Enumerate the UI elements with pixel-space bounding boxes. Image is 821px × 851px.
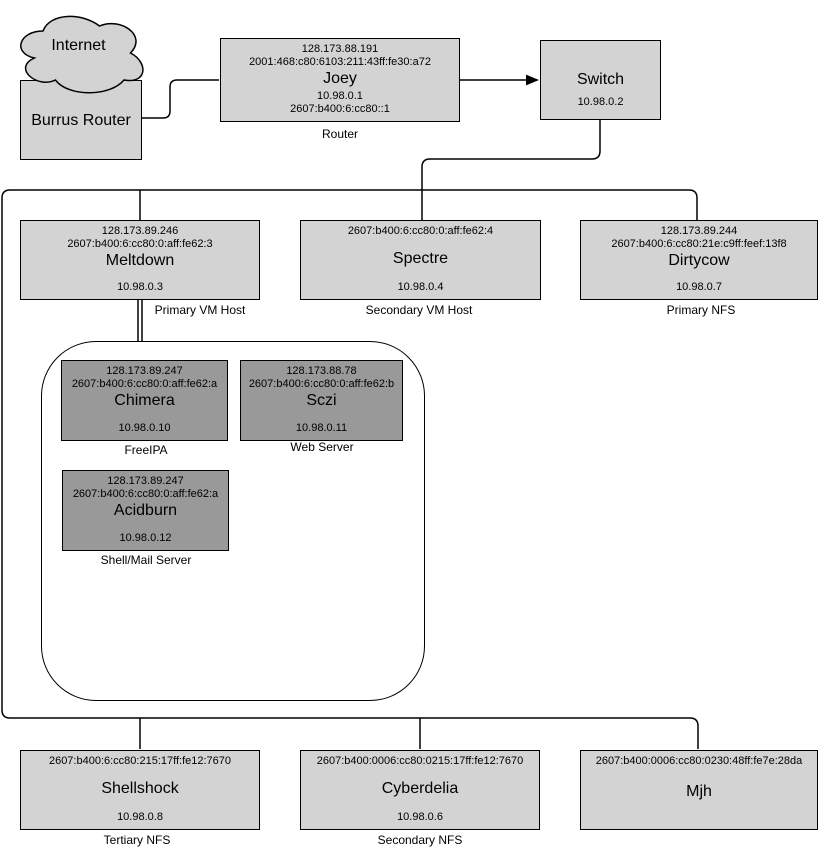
node-acidburn: 128.173.89.247 2607:b400:6:cc80:0:aff:fe… bbox=[62, 470, 229, 551]
internal-ipv4: 10.98.0.3 bbox=[117, 281, 163, 293]
edge-main-bus bbox=[1, 189, 699, 749]
ipv4-address: 128.173.89.244 bbox=[660, 225, 738, 237]
internal-ipv4: 10.98.0.12 bbox=[119, 532, 172, 544]
ipv6-address: 2001:468:c80:6103:211:43ff:fe30:a72 bbox=[249, 56, 431, 68]
ipv4-address: 128.173.88.78 bbox=[286, 365, 357, 377]
internet-label: Internet bbox=[51, 37, 106, 54]
edge-burrus-joey bbox=[142, 79, 219, 119]
internal-ipv4: 10.98.0.2 bbox=[577, 96, 624, 108]
host-name: Shellshock bbox=[101, 780, 179, 797]
internet-cloud: Internet bbox=[8, 4, 149, 96]
host-name: Spectre bbox=[392, 250, 449, 267]
node-meltdown: 128.173.89.246 2607:b400:6:cc80:0:aff:fe… bbox=[20, 220, 260, 300]
caption-primary-vm-host: Primary VM Host bbox=[154, 303, 246, 317]
cloud-icon bbox=[20, 15, 144, 94]
caption-web-server: Web Server bbox=[290, 440, 354, 454]
internal-ipv4: 10.98.0.11 bbox=[295, 422, 348, 434]
node-dirtycow: 128.173.89.244 2607:b400:6:cc80:21e:c9ff… bbox=[580, 220, 818, 300]
node-burrus-router: Burrus Router bbox=[20, 80, 142, 160]
internal-ipv6: 2607:b400:6:cc80::1 bbox=[290, 103, 390, 115]
caption-secondary-vm-host: Secondary VM Host bbox=[365, 303, 473, 317]
ipv6-address: 2607:b400:6:cc80:0:aff:fe62:3 bbox=[67, 238, 213, 250]
ipv6-address: 2607:b400:6:cc80:21e:c9ff:feef:13f8 bbox=[611, 238, 787, 250]
host-name: Burrus Router bbox=[31, 111, 131, 129]
ipv6-address: 2607:b400:6:cc80:0:aff:fe62:4 bbox=[347, 225, 494, 237]
caption-secondary-nfs: Secondary NFS bbox=[377, 833, 463, 847]
ipv6-address: 2607:b400:6:cc80:0:aff:fe62:a bbox=[72, 488, 219, 500]
caption-router: Router bbox=[321, 127, 359, 141]
ipv6-address: 2607:b400:0006:cc80:0215:17ff:fe12:7670 bbox=[316, 755, 524, 767]
node-chimera: 128.173.89.247 2607:b400:6:cc80:0:aff:fe… bbox=[61, 360, 228, 441]
node-sczi: 128.173.88.78 2607:b400:6:cc80:0:aff:fe6… bbox=[240, 360, 403, 441]
internal-ipv4: 10.98.0.10 bbox=[118, 422, 171, 434]
ipv6-address: 2607:b400:0006:cc80:0230:48ff:fe7e:28da bbox=[595, 755, 803, 767]
internal-ipv4: 10.98.0.7 bbox=[676, 281, 722, 293]
node-mjh: 2607:b400:0006:cc80:0230:48ff:fe7e:28da … bbox=[580, 750, 818, 830]
internal-ipv4: 10.98.0.1 bbox=[317, 90, 363, 102]
host-name: Mjh bbox=[686, 783, 712, 800]
host-name: Sczi bbox=[306, 392, 337, 409]
internal-ipv4: 10.98.0.8 bbox=[117, 811, 163, 823]
node-shellshock: 2607:b400:6:cc80:215:17ff:fe12:7670 Shel… bbox=[20, 750, 260, 830]
ipv6-address: 2607:b400:6:cc80:215:17ff:fe12:7670 bbox=[48, 755, 232, 767]
internal-ipv4: 10.98.0.6 bbox=[397, 811, 443, 823]
ipv4-address: 128.173.89.246 bbox=[101, 225, 179, 237]
host-name: Meltdown bbox=[105, 252, 175, 269]
ipv4-address: 128.173.88.191 bbox=[301, 43, 379, 55]
host-name: Dirtycow bbox=[668, 252, 730, 269]
caption-shell-mail-server: Shell/Mail Server bbox=[100, 553, 192, 567]
host-name: Cyberdelia bbox=[381, 780, 459, 797]
ipv4-address: 128.173.89.247 bbox=[106, 365, 183, 377]
caption-tertiary-nfs: Tertiary NFS bbox=[103, 833, 171, 847]
node-joey: 128.173.88.191 2001:468:c80:6103:211:43f… bbox=[220, 38, 460, 122]
host-name: Acidburn bbox=[113, 502, 178, 519]
ipv4-address: 128.173.89.247 bbox=[107, 475, 184, 487]
host-name: Switch bbox=[576, 71, 625, 88]
node-spectre: 2607:b400:6:cc80:0:aff:fe62:4 Spectre 10… bbox=[300, 220, 541, 300]
ipv6-address: 2607:b400:6:cc80:0:aff:fe62:a bbox=[71, 378, 218, 390]
host-name: Chimera bbox=[114, 392, 175, 409]
edge-switch-spectre bbox=[421, 120, 601, 220]
internal-ipv4: 10.98.0.4 bbox=[397, 281, 444, 293]
vm-cluster-container bbox=[41, 341, 425, 701]
node-cyberdelia: 2607:b400:0006:cc80:0215:17ff:fe12:7670 … bbox=[300, 750, 540, 830]
node-switch: Switch 10.98.0.2 bbox=[540, 40, 661, 120]
ipv6-address: 2607:b400:6:cc80:0:aff:fe62:b bbox=[248, 378, 395, 390]
arrowhead-icon bbox=[526, 74, 539, 86]
caption-freeipa: FreeIPA bbox=[124, 443, 168, 457]
caption-primary-nfs: Primary NFS bbox=[666, 303, 736, 317]
host-name: Joey bbox=[323, 70, 357, 87]
